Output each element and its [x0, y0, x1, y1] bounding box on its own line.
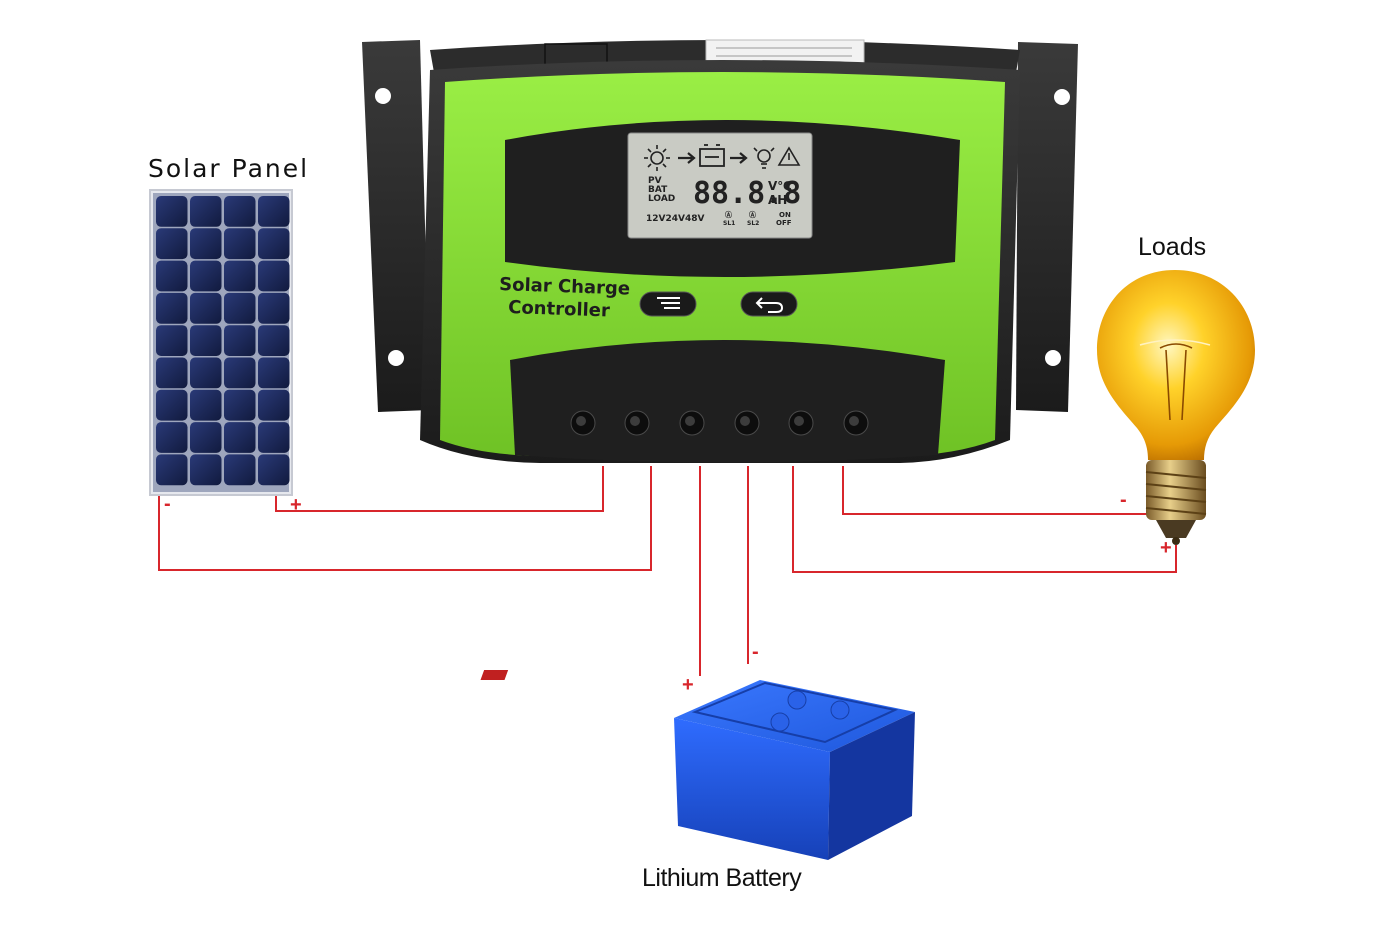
solar-cell: [190, 292, 222, 324]
charge-controller: PV BAT LOAD 88.8.8 V℃ AH 12V24V48V Ⓐ SL1…: [362, 39, 1078, 463]
terminal-screw-head: [630, 416, 640, 426]
lcd-pv-label: PV: [648, 176, 662, 186]
solar-panel: [149, 189, 293, 496]
solar-cell: [224, 228, 256, 260]
lcd-bat-label: BAT: [648, 185, 668, 195]
lcd-off: OFF: [776, 219, 792, 227]
solar-cell: [156, 196, 188, 227]
lcd-display: [627, 132, 813, 239]
battery-level-icon: [699, 144, 725, 167]
solar-cell: [190, 228, 222, 260]
loads-label: Loads: [1138, 233, 1207, 261]
solar-cell: [258, 422, 290, 453]
solar-cell: [224, 389, 256, 421]
solar-cell: [224, 454, 256, 486]
controller-name-line2: Controller: [508, 297, 610, 322]
menu-icon: [657, 297, 680, 309]
lcd-icon-a-top: Ⓐ: [725, 210, 732, 219]
solar-cell: [224, 196, 256, 227]
solar-cell: [258, 292, 290, 324]
solar-cell: [156, 389, 188, 421]
solar-cell: [156, 260, 188, 292]
solar-cell: [156, 454, 188, 486]
solar-cell: [190, 325, 222, 356]
lcd-icon-b-top: Ⓐ: [749, 210, 756, 219]
solar-cell: [190, 260, 222, 292]
controller-name-line1: Solar Charge: [499, 274, 631, 300]
lcd-unit-bottom: AH: [768, 193, 787, 207]
wire-load-positive: [792, 466, 1177, 573]
lcd-unit-top: V℃: [768, 179, 792, 193]
wires: [158, 466, 1177, 676]
sun-icon: [644, 145, 670, 171]
solar-cell: [156, 292, 188, 324]
return-icon: [755, 297, 784, 313]
panel-negative-sign: -: [164, 493, 171, 515]
battery-label: Lithium Battery: [642, 864, 802, 892]
solar-cell: [190, 357, 222, 389]
terminal-screw-head: [794, 416, 804, 426]
terminal-block: [570, 410, 869, 436]
solar-cell: [156, 357, 188, 389]
battery-negative-sign: -: [752, 641, 759, 663]
arrow-icon: [678, 152, 696, 164]
terminal-screw-head: [740, 416, 750, 426]
load-negative-sign: -: [1120, 489, 1127, 511]
solar-cell: [224, 260, 256, 292]
solar-cell: [190, 389, 222, 421]
solar-cell: [258, 454, 290, 486]
panel-positive-sign: +: [290, 494, 302, 516]
solar-cell: [258, 325, 290, 356]
back-button[interactable]: [740, 291, 798, 317]
solar-cell: [156, 422, 188, 453]
solar-cell: [190, 454, 222, 486]
battery-positive-sign: +: [682, 674, 694, 696]
lcd-icon-a-bottom: SL1: [723, 220, 735, 227]
lcd-load-label: LOAD: [648, 194, 675, 204]
battery: [480, 670, 915, 860]
load-positive-sign: +: [1160, 537, 1172, 559]
bulb-icon: [753, 147, 775, 169]
solar-cell: [224, 422, 256, 453]
lcd-on: ON: [779, 211, 791, 219]
solar-cell: [258, 260, 290, 292]
wire-panel-negative: [158, 466, 652, 571]
solar-cell: [190, 196, 222, 227]
arrow-icon-2: [730, 152, 748, 164]
menu-button[interactable]: [639, 291, 697, 317]
solar-panel-label: Solar Panel: [148, 154, 310, 183]
solar-cell: [258, 389, 290, 421]
lcd-icon-b-bottom: SL2: [747, 220, 759, 227]
solar-cell: [224, 292, 256, 324]
solar-cell: [224, 325, 256, 356]
wire-panel-positive: [275, 466, 604, 512]
solar-cell: [190, 422, 222, 453]
solar-cell: [156, 325, 188, 356]
terminal-screw-head: [685, 416, 695, 426]
warning-icon: [777, 146, 801, 166]
wire-load-negative: [842, 466, 1148, 515]
light-bulb: [1097, 270, 1255, 545]
solar-cell: [258, 196, 290, 227]
solar-cell: [258, 357, 290, 389]
terminal-screw-head: [849, 416, 859, 426]
lcd-digits: 88.8.8: [693, 176, 801, 211]
solar-cell: [156, 228, 188, 260]
terminal-screw-head: [576, 416, 586, 426]
solar-cell: [258, 228, 290, 260]
lcd-voltages: 12V24V48V: [646, 214, 705, 224]
solar-cell: [224, 357, 256, 389]
